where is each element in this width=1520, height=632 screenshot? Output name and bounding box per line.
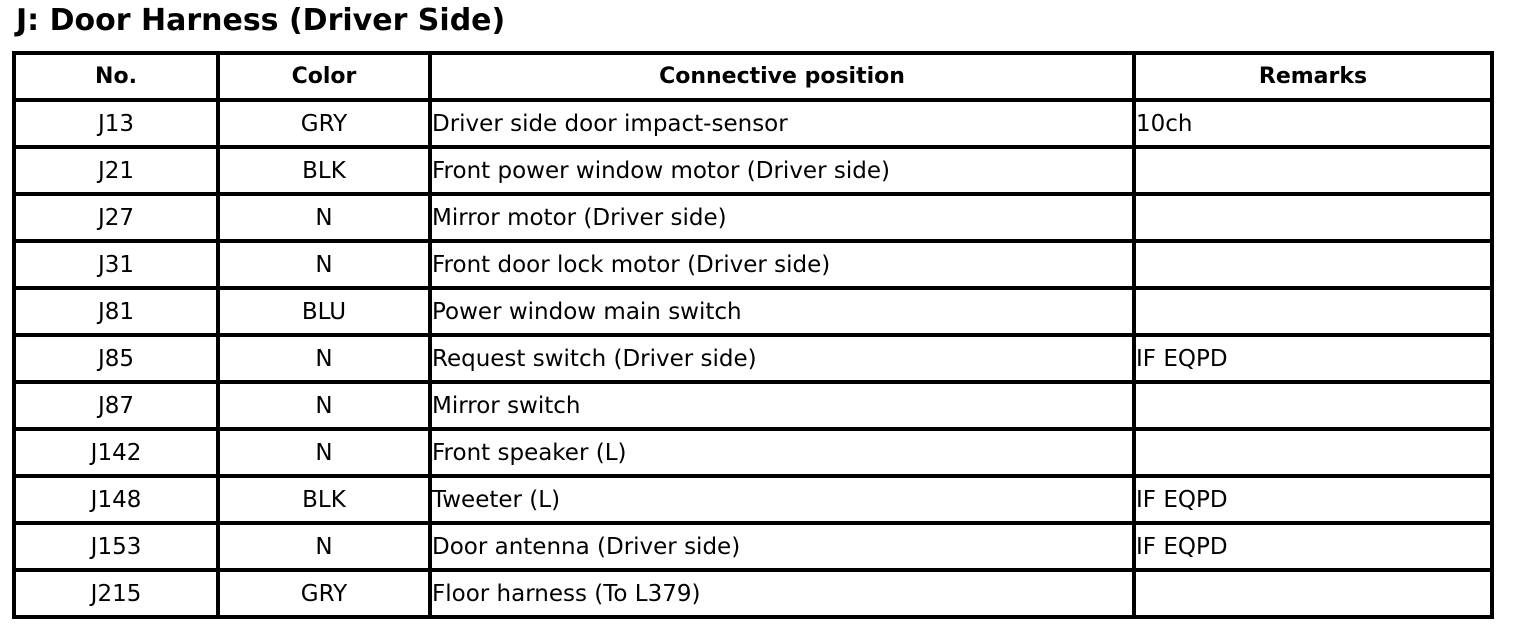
cell-position: Mirror switch bbox=[428, 380, 1136, 431]
cell-color: N bbox=[216, 380, 432, 431]
cell-color: N bbox=[216, 427, 432, 478]
col-header-no: No. bbox=[12, 51, 220, 102]
cell-no: J81 bbox=[12, 286, 220, 337]
cell-position: Request switch (Driver side) bbox=[428, 333, 1136, 384]
cell-remarks bbox=[1132, 192, 1494, 243]
cell-no: J21 bbox=[12, 145, 220, 196]
cell-remarks: IF EQPD bbox=[1132, 521, 1494, 572]
cell-color: BLK bbox=[216, 474, 432, 525]
cell-color: N bbox=[216, 333, 432, 384]
cell-color: N bbox=[216, 239, 432, 290]
cell-color: BLU bbox=[216, 286, 432, 337]
door-harness-table: No. Color Connective position Remarks J1… bbox=[12, 51, 1494, 619]
cell-no: J142 bbox=[12, 427, 220, 478]
cell-color: BLK bbox=[216, 145, 432, 196]
cell-remarks bbox=[1132, 568, 1494, 619]
cell-color: GRY bbox=[216, 98, 432, 149]
cell-color: N bbox=[216, 521, 432, 572]
cell-position: Front speaker (L) bbox=[428, 427, 1136, 478]
cell-no: J85 bbox=[12, 333, 220, 384]
col-header-position: Connective position bbox=[428, 51, 1136, 102]
cell-position: Tweeter (L) bbox=[428, 474, 1136, 525]
cell-position: Floor harness (To L379) bbox=[428, 568, 1136, 619]
cell-remarks: IF EQPD bbox=[1132, 474, 1494, 525]
cell-position: Power window main switch bbox=[428, 286, 1136, 337]
cell-remarks bbox=[1132, 239, 1494, 290]
cell-position: Front door lock motor (Driver side) bbox=[428, 239, 1136, 290]
cell-remarks bbox=[1132, 427, 1494, 478]
cell-no: J31 bbox=[12, 239, 220, 290]
cell-position: Driver side door impact-sensor bbox=[428, 98, 1136, 149]
cell-position: Mirror motor (Driver side) bbox=[428, 192, 1136, 243]
cell-remarks bbox=[1132, 380, 1494, 431]
cell-position: Front power window motor (Driver side) bbox=[428, 145, 1136, 196]
cell-no: J153 bbox=[12, 521, 220, 572]
cell-no: J13 bbox=[12, 98, 220, 149]
cell-remarks bbox=[1132, 145, 1494, 196]
cell-no: J87 bbox=[12, 380, 220, 431]
col-header-remarks: Remarks bbox=[1132, 51, 1494, 102]
page-title: J: Door Harness (Driver Side) bbox=[16, 3, 506, 38]
header-row: No. Color Connective position Remarks bbox=[12, 51, 1494, 102]
cell-remarks bbox=[1132, 286, 1494, 337]
cell-no: J215 bbox=[12, 568, 220, 619]
cell-remarks: IF EQPD bbox=[1132, 333, 1494, 384]
cell-color: N bbox=[216, 192, 432, 243]
cell-color: GRY bbox=[216, 568, 432, 619]
cell-position: Door antenna (Driver side) bbox=[428, 521, 1136, 572]
cell-remarks: 10ch bbox=[1132, 98, 1494, 149]
cell-no: J27 bbox=[12, 192, 220, 243]
col-header-color: Color bbox=[216, 51, 432, 102]
manual-page: J: Door Harness (Driver Side) No. Color … bbox=[0, 4, 1520, 632]
cell-no: J148 bbox=[12, 474, 220, 525]
